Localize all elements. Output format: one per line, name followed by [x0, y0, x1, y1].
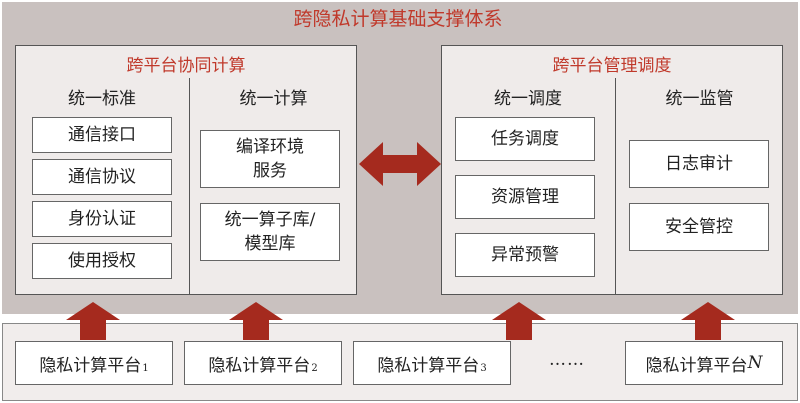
resource-management-box: 资源管理 [455, 175, 595, 219]
platform-label-n: 隐私计算平台 [645, 355, 748, 376]
platform-label-3: 隐私计算平台 [377, 355, 480, 376]
platform-sub-2: 2 [311, 362, 318, 374]
exception-warning-box: 异常预警 [455, 233, 595, 277]
operator-model-library-box: 统一算子库/ 模型库 [200, 203, 340, 261]
usage-authorization-box: 使用授权 [32, 243, 172, 279]
up-arrow-icon-2 [229, 302, 283, 340]
up-arrow-icon-1 [66, 302, 120, 340]
unified-standard-title: 统一标准 [68, 89, 136, 109]
cross-platform-scheduling-title: 跨平台管理调度 [552, 56, 672, 76]
unified-scheduling-title: 统一调度 [494, 89, 562, 109]
task-scheduling-box: 任务调度 [455, 117, 595, 161]
platform-label-1: 隐私计算平台 [39, 355, 142, 376]
up-arrow-icon-3 [492, 302, 546, 340]
ellipsis: …… [549, 350, 585, 370]
comm-interface-box: 通信接口 [32, 117, 172, 153]
log-audit-box: 日志审计 [629, 140, 769, 188]
platform-sub-n: N [747, 353, 763, 373]
up-arrow-icon-4 [681, 302, 735, 340]
unified-supervision-title: 统一监管 [665, 89, 734, 109]
diagram-title: 跨隐私计算基础支撑体系 [293, 8, 503, 30]
identity-auth-box: 身份认证 [32, 201, 172, 237]
unified-compute-title: 统一计算 [239, 89, 308, 109]
bidirectional-arrow-icon [359, 142, 441, 186]
platform-label-2: 隐私计算平台 [208, 355, 311, 376]
right-panel-divider [615, 78, 616, 295]
comm-protocol-box: 通信协议 [32, 159, 172, 195]
cross-platform-compute-title: 跨平台协同计算 [126, 56, 246, 76]
left-panel-divider [189, 78, 190, 295]
platform-sub-1: 1 [142, 362, 149, 374]
security-control-box: 安全管控 [629, 203, 769, 251]
compile-env-service-box: 编译环境 服务 [200, 130, 340, 188]
platform-sub-3: 3 [480, 362, 487, 374]
